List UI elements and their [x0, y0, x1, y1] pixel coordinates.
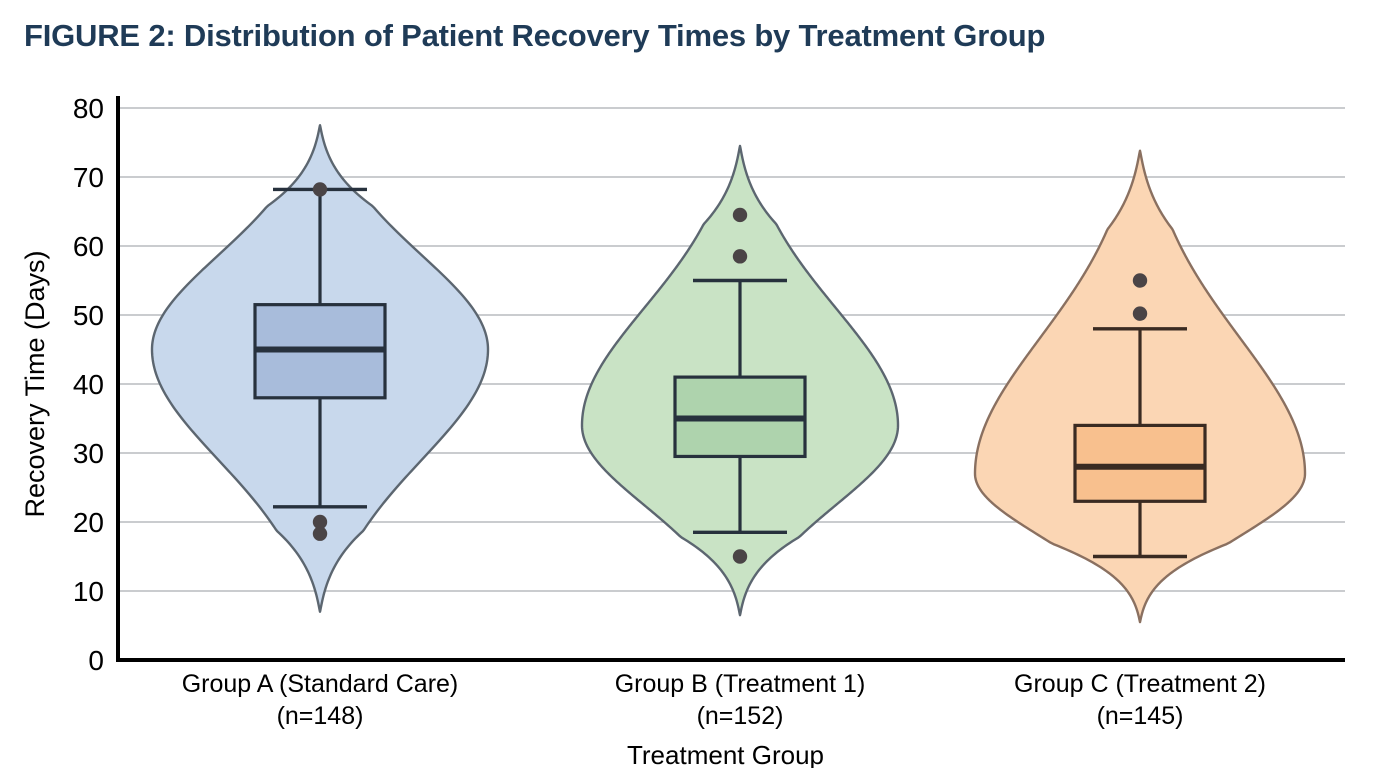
x-tick-label-line1: Group B (Treatment 1): [615, 670, 866, 698]
outlier-point: [312, 182, 328, 197]
y-tick-label: 10: [73, 576, 104, 607]
outlier-point: [312, 514, 328, 530]
y-axis-title: Recovery Time (Days): [20, 250, 50, 517]
y-tick-label: 30: [73, 438, 104, 469]
page-title: FIGURE 2: Distribution of Patient Recove…: [24, 18, 1046, 53]
y-tick-label: 20: [73, 507, 104, 538]
violins-group: [150, 124, 1307, 624]
outlier-point: [732, 549, 748, 564]
y-tick-label: 0: [88, 645, 104, 676]
violin-a: [150, 124, 490, 613]
violin-c: [973, 149, 1307, 624]
violin-b: [580, 144, 900, 617]
iqr-box: [1073, 423, 1207, 503]
outlier-point: [1132, 306, 1148, 321]
y-tick-label: 60: [73, 231, 104, 262]
outlier-point: [312, 526, 328, 541]
y-tick-label: 70: [73, 162, 104, 193]
outlier-point: [732, 249, 748, 264]
outlier-point: [732, 207, 748, 223]
y-tick-label: 50: [73, 300, 104, 331]
y-tick-label: 40: [73, 369, 104, 400]
x-tick-label-line2: (n=148): [277, 702, 364, 730]
x-tick-label-line2: (n=152): [697, 702, 784, 730]
x-tick-label-line1: Group C (Treatment 2): [1014, 670, 1266, 698]
y-tick-label: 80: [73, 93, 104, 124]
outlier-point: [1132, 273, 1148, 288]
x-tick-label-line2: (n=145): [1097, 702, 1184, 730]
x-axis-title: Treatment Group: [627, 740, 824, 768]
x-tick-label-line1: Group A (Standard Care): [182, 670, 459, 698]
axes-group: [116, 96, 1345, 662]
